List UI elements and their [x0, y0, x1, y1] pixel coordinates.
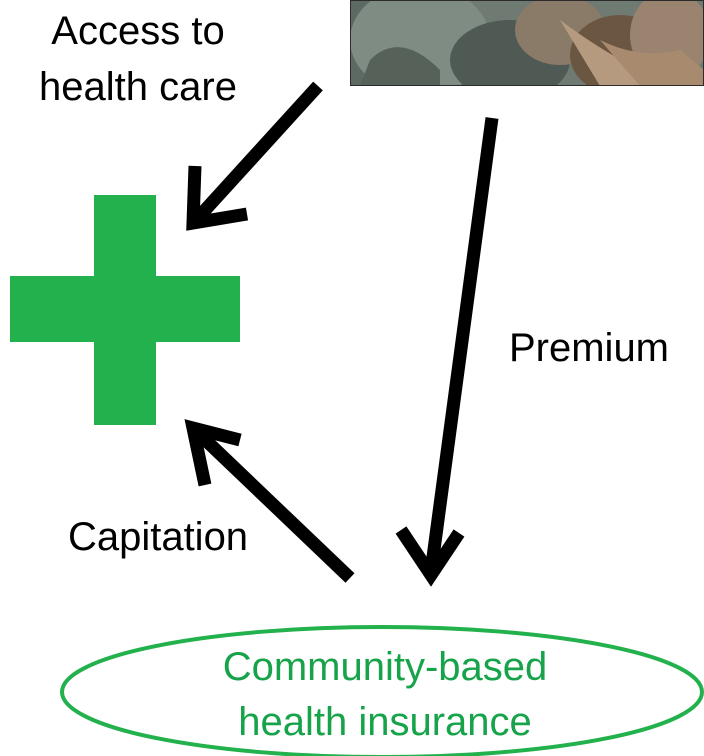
community-insurance-ellipse: [60, 625, 704, 756]
community-insurance-label-line1: Community-based: [223, 645, 548, 689]
community-insurance-label-line2: health insurance: [238, 700, 532, 744]
access-arrow: [186, 81, 323, 231]
premium-arrow: [395, 117, 499, 587]
premium-label: Premium: [509, 326, 669, 370]
access-to-health-care-label-line2: health care: [39, 65, 237, 109]
green-cross-icon: [10, 195, 240, 425]
access-to-health-care-label-line1: Access to: [51, 9, 224, 53]
community-photo: [350, 0, 704, 86]
capitation-arrow: [184, 419, 355, 583]
capitation-label: Capitation: [68, 515, 248, 559]
